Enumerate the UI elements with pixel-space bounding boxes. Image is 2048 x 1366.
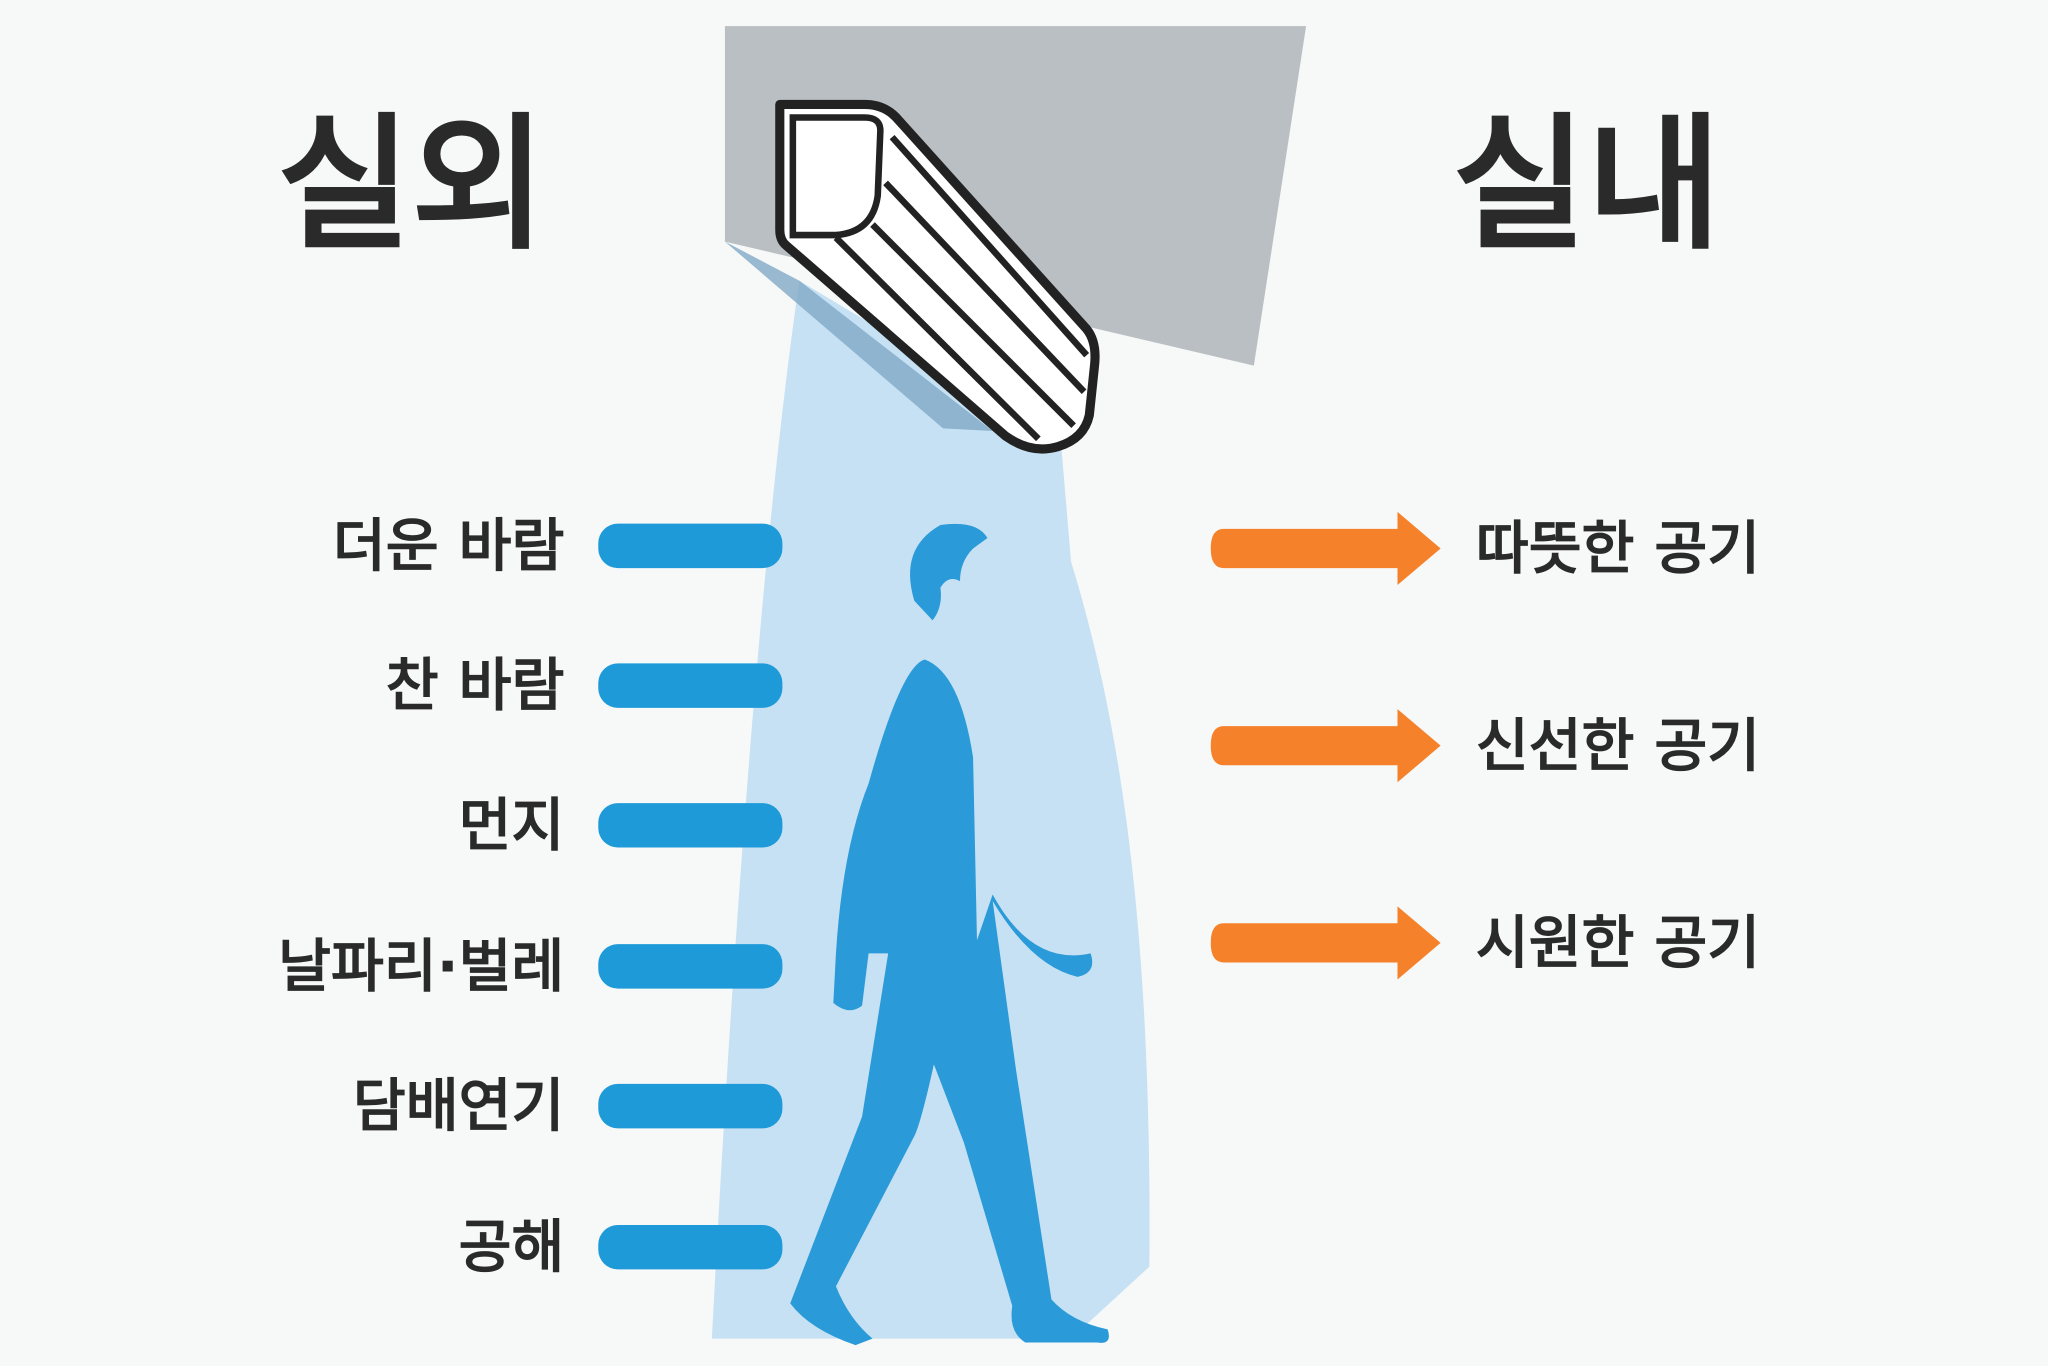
outdoor-item-label: 더운 바람 <box>333 512 564 579</box>
arrow-right-icon <box>1210 906 1441 980</box>
outdoor-list: 더운 바람 찬 바람 먼지 날파리·벌레 담배연기 공해 <box>278 512 783 1281</box>
indoor-item-label: 신선한 공기 <box>1476 712 1760 779</box>
indoor-item-label: 따뜻한 공기 <box>1476 515 1760 582</box>
outdoor-item-label: 날파리·벌레 <box>278 933 564 1000</box>
outdoor-item-label: 먼지 <box>459 792 565 859</box>
arrow-right-icon <box>1210 709 1441 783</box>
outdoor-item-label: 공해 <box>459 1214 565 1281</box>
outdoor-title: 실외 <box>277 100 546 270</box>
indoor-list: 따뜻한 공기 신선한 공기 시원한 공기 <box>1210 511 1760 980</box>
blocked-bar <box>598 1224 783 1270</box>
indoor-title: 실내 <box>1452 100 1721 270</box>
blocked-bar <box>598 523 783 569</box>
beam-overlap <box>724 241 993 431</box>
outdoor-item-label: 찬 바람 <box>386 652 565 719</box>
outdoor-item-label: 담배연기 <box>353 1073 564 1140</box>
blocked-bar <box>598 1083 783 1129</box>
arrow-right-icon <box>1210 511 1441 586</box>
indoor-item-label: 시원한 공기 <box>1476 909 1760 976</box>
air-curtain-unit-icon <box>775 99 1100 454</box>
blocked-bar <box>598 944 783 989</box>
blocked-bar <box>598 663 783 708</box>
blocked-bar <box>598 803 783 848</box>
person-walking-icon <box>790 523 1109 1346</box>
